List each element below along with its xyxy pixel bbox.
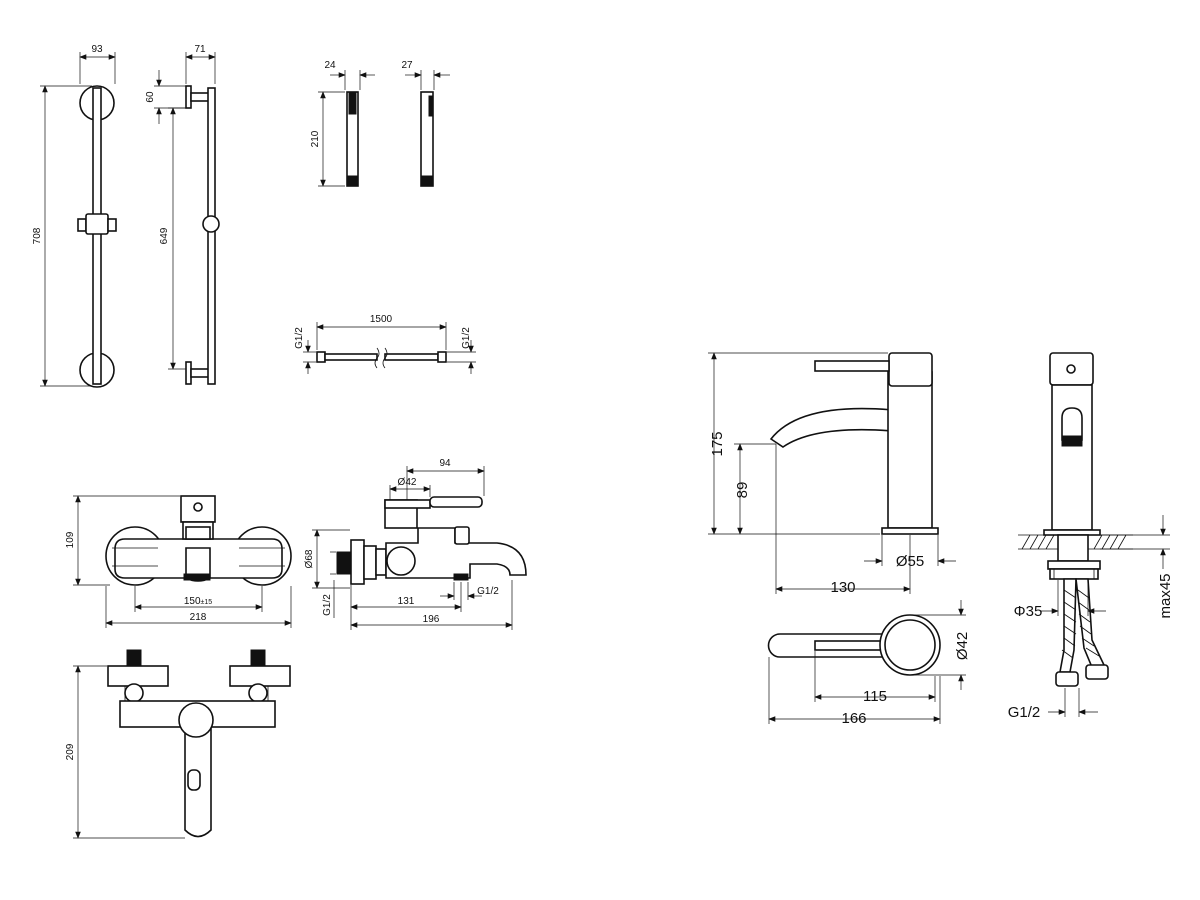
bath-mixer-spacing-tolerance: ±15 [201,599,213,606]
bath-mixer-top-height-label: 209 [65,743,76,760]
bath-mixer-spout-offset-label: 131 [398,596,415,607]
hand-shower-side-view: 27 [401,60,450,187]
hand-shower-front-view: 24 210 [310,60,375,187]
basin-spout-height-label: 89 [734,482,751,499]
rail-depth-label: 71 [194,44,206,55]
basin-spout-reach-label: 130 [830,579,855,596]
rail-offset-label: 60 [145,91,156,103]
bath-mixer-spacing-label: 150±15 [184,596,212,607]
bath-mixer-height-label: 109 [65,531,76,548]
basin-mixer-front-view: 175 89 Ø55 130 [708,352,956,596]
hose-length-label: 1500 [370,314,393,325]
bath-mixer-width-label: 218 [190,612,207,623]
rail-height-label: 708 [32,227,43,244]
basin-height-label: 175 [709,431,726,456]
bath-mixer-eccentric-dia-label: Ø68 [304,549,315,568]
rail-spacing-label: 649 [159,227,170,244]
hose-thread-left-label: G1/2 [294,327,305,349]
basin-thread-label: G1/2 [1008,704,1041,721]
rail-width-label: 93 [91,44,103,55]
basin-top-dia-label: Ø42 [954,632,971,660]
bath-mixer-body-dia-label: Ø42 [398,477,417,488]
bath-mixer-spacing-value: 150 [184,596,201,607]
basin-shank-dia-label: Φ35 [1014,603,1043,620]
basin-mixer-side-view: max45 Φ35 G1/2 [1008,352,1174,721]
hand-shower-width-side-label: 27 [401,60,413,71]
hose-thread-right-label: G1/2 [461,327,472,349]
bath-mixer-thread-spout-label: G1/2 [477,586,499,597]
bath-mixer-top-view: 209 [65,649,291,839]
basin-handle-length-label: 115 [863,688,887,705]
basin-total-length-label: 166 [841,710,866,727]
hand-shower-length-label: 210 [310,130,321,147]
basin-mixer-top-view: Ø42 115 166 [767,600,971,727]
shower-rail-side-view: 71 60 649 [145,44,220,385]
bath-mixer-depth-label: 196 [423,614,440,625]
bath-mixer-handle-reach-label: 94 [439,458,451,469]
basin-max-deck-label: max45 [1157,573,1174,618]
bath-mixer-side-view: 94 Ø42 Ø68 G1/2 131 G1/2 196 [304,458,527,630]
bath-mixer-thread-left-label: G1/2 [322,594,333,616]
shower-rail-front-view: 93 708 [32,44,117,388]
bath-mixer-front-view: 109 150±15 218 [65,495,292,628]
shower-hose: 1500 G1/2 G1/2 [294,314,476,374]
hand-shower-width-front-label: 24 [324,60,336,71]
